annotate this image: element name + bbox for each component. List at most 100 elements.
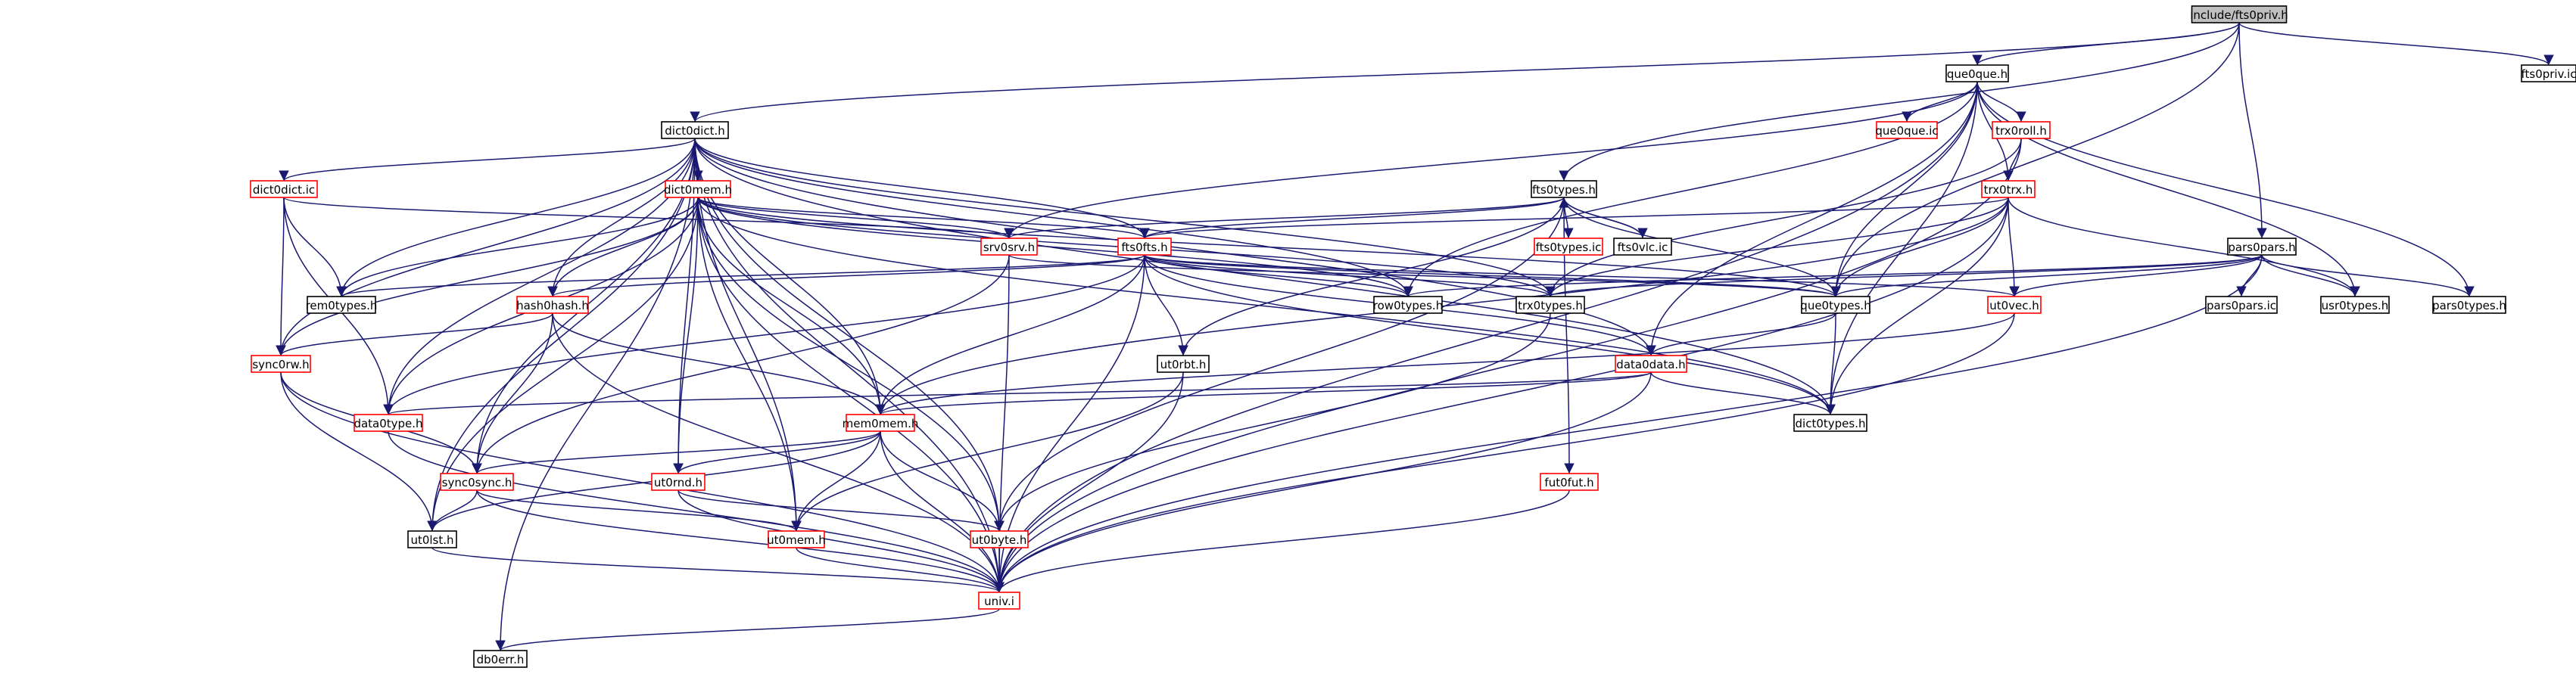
node-sync0sync-h[interactable]: sync0sync.h xyxy=(440,473,514,491)
node-box xyxy=(2191,5,2288,23)
node-label: fts0types.ic xyxy=(1536,241,1602,254)
node-label: sync0rw.h xyxy=(252,358,309,371)
edge-data0data-h-to-dict0types-h xyxy=(1650,371,1836,415)
node-dict0mem-h[interactable]: dict0mem.h xyxy=(664,180,732,198)
edge-fts0types-h-to-que0types-h xyxy=(1563,197,1841,297)
node-fts0types-ic[interactable]: fts0types.ic xyxy=(1534,238,1603,256)
edge-dict0mem-h-to-ut0byte-h xyxy=(697,197,1005,532)
edge-mem0mem-h-to-ut0rnd-h xyxy=(673,430,881,474)
node-fts0types-h[interactable]: fts0types.h xyxy=(1531,180,1597,198)
edge-trx0trx-h-to-fts0fts-h xyxy=(1139,197,2009,239)
edge-dict0dict-h-to-dict0dict-ic xyxy=(279,138,696,182)
edge-fut0fut-h-to-univ-i xyxy=(994,489,1570,593)
edge-pars0pars-h-to-row0types-h xyxy=(1403,254,2263,297)
node-label: data0data.h xyxy=(1616,358,1685,371)
node-label: trx0trx.h xyxy=(1984,183,2033,197)
node-que0types-h[interactable]: que0types.h xyxy=(1800,296,1871,314)
edge-dict0dict-h-to-sync0rw-h xyxy=(276,138,696,356)
node-univ-i[interactable]: univ.i xyxy=(978,592,1020,610)
node-trx0trx-h[interactable]: trx0trx.h xyxy=(1981,180,2036,198)
node-fts0fts-h[interactable]: fts0fts.h xyxy=(1117,238,1172,256)
node-ut0vec-h[interactable]: ut0vec.h xyxy=(1987,296,2042,314)
edge-data0data-h-to-univ-i xyxy=(994,371,1652,593)
node-label: trx0roll.h xyxy=(1995,124,2047,138)
node-sync0rw-h[interactable]: sync0rw.h xyxy=(251,355,311,373)
node-label: pars0types.h xyxy=(2432,299,2506,312)
node-ut0byte-h[interactable]: ut0byte.h xyxy=(970,530,1029,548)
node-que0que-ic[interactable]: que0que.ic xyxy=(1875,121,1939,139)
node-pars0pars-h[interactable]: pars0pars.h xyxy=(2227,238,2297,256)
node-ut0lst-h[interactable]: ut0lst.h xyxy=(407,530,457,548)
edge-trx0trx-h-to-trx0types-h xyxy=(1545,197,2009,297)
node-rem0types-h[interactable]: rem0types.h xyxy=(306,296,378,314)
edge-que0types-h-to-data0data-h xyxy=(1646,312,1836,356)
node-hash0hash-h[interactable]: hash0hash.h xyxy=(516,296,589,314)
edge-mem0mem-h-to-sync0sync-h xyxy=(472,430,881,474)
node-label: fts0priv.ic xyxy=(2521,67,2576,81)
node-label: dict0mem.h xyxy=(664,183,732,197)
node-box xyxy=(516,296,589,314)
node-trx0types-h[interactable]: trx0types.h xyxy=(1515,296,1585,314)
node-box xyxy=(407,530,457,548)
node-label: include/fts0priv.h xyxy=(2190,8,2288,22)
edge-dict0dict-h-to-trx0types-h xyxy=(694,138,1556,297)
node-ut0rnd-h[interactable]: ut0rnd.h xyxy=(651,473,706,491)
edge-trx0trx-h-to-usr0types-h xyxy=(2008,197,2360,297)
node-dict0dict-ic[interactable]: dict0dict.ic xyxy=(250,180,318,198)
node-label: mem0mem.h xyxy=(843,417,919,430)
node-que0que-h[interactable]: que0que.h xyxy=(1945,64,2009,82)
node-box xyxy=(665,180,731,198)
node-label: ut0rbt.h xyxy=(1160,358,1207,371)
node-srv0srv-h[interactable]: srv0srv.h xyxy=(980,238,1038,256)
node-ut0mem-h[interactable]: ut0mem.h xyxy=(767,530,826,548)
edge-pars0pars-h-to-pars0types-h xyxy=(2261,254,2475,297)
node-fts0vlc-ic[interactable]: fts0vlc.ic xyxy=(1613,238,1672,256)
edge-ut0lst-h-to-univ-i xyxy=(431,547,1005,593)
node-box xyxy=(768,530,825,548)
edge-fts0fts-h-to-ut0rbt-h xyxy=(1144,254,1188,356)
node-box xyxy=(250,180,318,198)
node-box xyxy=(2227,238,2297,256)
edge-trx0trx-h-to-dict0types-h xyxy=(1825,197,2009,415)
node-include-fts0priv-h[interactable]: include/fts0priv.h xyxy=(2190,5,2288,23)
node-fut0fut-h[interactable]: fut0fut.h xyxy=(1540,473,1599,491)
node-data0data-h[interactable]: data0data.h xyxy=(1615,355,1687,373)
node-pars0types-h[interactable]: pars0types.h xyxy=(2432,296,2506,314)
edge-fts0fts-h-to-ut0vec-h xyxy=(1144,254,2020,297)
node-ut0rbt-h[interactable]: ut0rbt.h xyxy=(1157,355,1210,373)
node-box xyxy=(2205,296,2278,314)
edge-fts0types-h-to-ut0byte-h xyxy=(994,197,1565,532)
edge-hash0hash-h-to-sync0sync-h xyxy=(472,312,553,474)
node-label: dict0dict.h xyxy=(665,124,724,138)
node-mem0mem-h[interactable]: mem0mem.h xyxy=(843,414,919,432)
edge-dict0dict-h-to-ut0lst-h xyxy=(427,138,696,532)
edge-dict0dict-h-to-data0data-h xyxy=(694,138,1656,356)
node-label: rem0types.h xyxy=(306,299,378,312)
node-label: trx0types.h xyxy=(1518,299,1583,312)
node-dict0dict-h[interactable]: dict0dict.h xyxy=(661,121,729,139)
node-usr0types-h[interactable]: usr0types.h xyxy=(2320,296,2390,314)
node-label: ut0lst.h xyxy=(410,533,453,547)
edge-dict0mem-h-to-univ-i xyxy=(697,197,1005,593)
edge-que0que-h-to-usr0types-h xyxy=(1976,81,2360,297)
edge-que0que-h-to-row0types-h xyxy=(1403,81,1978,297)
node-row0types-h[interactable]: row0types.h xyxy=(1373,296,1443,314)
node-db0err-h[interactable]: db0err.h xyxy=(473,650,528,668)
edge-data0data-h-to-mem0mem-h xyxy=(875,371,1652,415)
edge-trx0trx-h-to-mem0mem-h xyxy=(875,197,2009,415)
node-box xyxy=(1540,473,1599,491)
edge-data0data-h-to-data0type-h xyxy=(384,371,1652,415)
node-label: ut0vec.h xyxy=(1989,299,2039,312)
node-data0type-h[interactable]: data0type.h xyxy=(354,414,423,432)
node-box xyxy=(846,414,915,432)
edge-fts0types-h-to-ut0rbt-h xyxy=(1178,197,1565,356)
node-fts0priv-ic[interactable]: fts0priv.ic xyxy=(2521,64,2576,82)
edge-srv0srv-h-to-que0types-h xyxy=(1008,254,1841,297)
node-dict0types-h[interactable]: dict0types.h xyxy=(1793,414,1867,432)
node-label: dict0types.h xyxy=(1796,417,1866,430)
edge-include-fts0priv-h-to-fts0priv-ic xyxy=(2238,22,2554,66)
edge-fts0vlc-ic-to-fts0types-h xyxy=(1559,197,1643,239)
edge-ut0rnd-h-to-univ-i xyxy=(677,489,1005,593)
node-trx0roll-h[interactable]: trx0roll.h xyxy=(1992,121,2051,139)
node-pars0pars-ic[interactable]: pars0pars.ic xyxy=(2205,296,2278,314)
